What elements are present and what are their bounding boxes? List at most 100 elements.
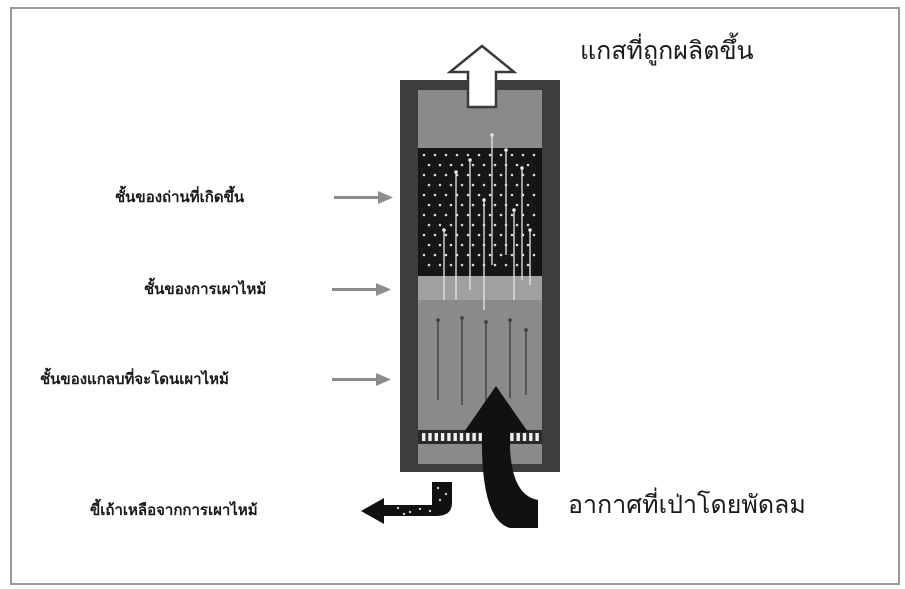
charcoal-particle	[499, 173, 503, 177]
charcoal-particle	[471, 163, 475, 167]
charcoal-particle	[422, 193, 426, 197]
flow-streak-head	[528, 228, 532, 232]
charcoal-particle	[493, 163, 497, 167]
grate-slot	[440, 433, 445, 441]
charcoal-particle	[460, 263, 464, 267]
charcoal-particle	[515, 203, 519, 207]
flow-streak-head	[512, 208, 516, 212]
charcoal-particle	[422, 233, 426, 237]
charcoal-particle	[444, 173, 448, 177]
husk-pointer-arrow	[332, 373, 391, 386]
charcoal-particle	[477, 153, 481, 157]
charcoal-particle	[526, 243, 530, 247]
charcoal-particle	[499, 153, 503, 157]
charcoal-particle	[438, 263, 442, 267]
grate-slot	[522, 433, 527, 441]
charcoal-particle	[471, 183, 475, 187]
charcoal-particle	[422, 173, 426, 177]
flow-streak-head	[504, 148, 508, 152]
ash-particles	[396, 486, 448, 516]
grate-slot	[453, 433, 457, 441]
charcoal-particle	[438, 183, 442, 187]
charcoal-particle	[433, 173, 437, 177]
charcoal-particle	[471, 243, 475, 247]
charcoal-particle	[427, 163, 431, 167]
charcoal-particle	[510, 253, 514, 257]
charcoal-particle	[427, 243, 431, 247]
flow-streak-head	[460, 316, 464, 320]
charcoal-particle	[499, 233, 503, 237]
charcoal-particle	[422, 253, 426, 257]
charcoal-particle	[532, 193, 536, 197]
charcoal-particle	[488, 233, 492, 237]
charcoal-particle	[477, 173, 481, 177]
grate-slot	[459, 433, 464, 441]
charcoal-particle	[493, 183, 497, 187]
charcoal-particle	[444, 193, 448, 197]
charcoal-particle	[526, 163, 530, 167]
charcoal-particle	[433, 233, 437, 237]
charcoal-particle	[438, 163, 442, 167]
grate-slot	[434, 433, 438, 441]
charcoal-particle	[493, 203, 497, 207]
flow-streak-head	[482, 198, 486, 202]
charcoal-particle	[433, 193, 437, 197]
charcoal-particle	[488, 213, 492, 217]
charcoal-particle	[433, 153, 437, 157]
charcoal-particle	[422, 213, 426, 217]
charcoal-particle	[532, 213, 536, 217]
grate-slot	[428, 433, 432, 441]
charcoal-particle	[532, 153, 536, 157]
grate-slot	[447, 433, 451, 441]
grate-slot	[535, 433, 539, 441]
ash-speck	[444, 492, 448, 496]
charcoal-particle	[515, 243, 519, 247]
grate-slot	[510, 433, 514, 441]
flow-streak-head	[442, 228, 446, 232]
charcoal-particle	[471, 223, 475, 227]
charcoal-particle	[515, 183, 519, 187]
charcoal-particle	[466, 153, 470, 157]
ash-speck	[438, 498, 442, 502]
combustion-band	[418, 276, 542, 300]
flow-streak-head	[454, 170, 458, 174]
grate-slot	[529, 433, 533, 441]
charcoal-particle	[466, 173, 470, 177]
charcoal-particle	[499, 193, 503, 197]
air-inlet-arrow	[464, 386, 538, 528]
charcoal-particle	[493, 263, 497, 267]
grate-slot	[472, 433, 476, 441]
charcoal-particle	[427, 183, 431, 187]
charcoal-particle	[532, 173, 536, 177]
charcoal-particle	[493, 223, 497, 227]
charcoal-particle	[438, 243, 442, 247]
charcoal-particle	[510, 213, 514, 217]
charcoal-particle	[510, 233, 514, 237]
charcoal-particle	[488, 253, 492, 257]
charcoal-particle	[444, 253, 448, 257]
ash-out-label: ขี้เถ้าเหลือจากการเผาไหม้	[90, 501, 258, 519]
ash-speck	[428, 509, 432, 513]
charcoal-particle	[510, 193, 514, 197]
charcoal-particle	[526, 203, 530, 207]
ash-speck	[408, 510, 412, 514]
charcoal-particle	[449, 163, 453, 167]
charcoal-particle	[510, 153, 514, 157]
charcoal-layer-label: ชั้นของถ่านที่เกิดขึ้น	[115, 188, 245, 206]
ash-speck	[402, 512, 406, 516]
charcoal-particle	[466, 193, 470, 197]
charcoal-particle	[488, 153, 492, 157]
grate-slot	[466, 433, 470, 441]
charcoal-particle	[504, 263, 508, 267]
charcoal-particle	[460, 243, 464, 247]
flow-streak-head	[490, 133, 494, 137]
charcoal-particle	[532, 253, 536, 257]
ash-speck	[396, 506, 400, 510]
charcoal-particle	[427, 263, 431, 267]
charcoal-particle	[455, 153, 459, 157]
gas-out-label: แกสที่ถูกผลิตขึ้น	[580, 36, 754, 65]
gas-flow-streaks	[436, 133, 532, 405]
charcoal-particle	[449, 223, 453, 227]
